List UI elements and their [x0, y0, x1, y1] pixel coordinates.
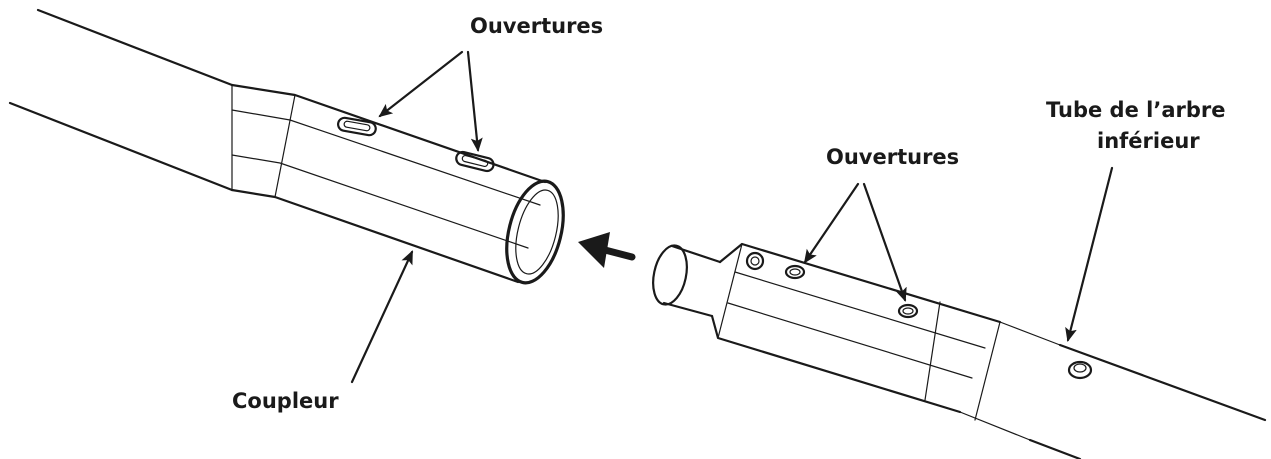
lower-tube-top-edge — [1058, 343, 1267, 422]
taper-bottom — [959, 411, 1031, 441]
lower-tube-bottom-edge — [1028, 438, 1082, 459]
coupler — [230, 83, 565, 285]
lower-body-opening-1 — [784, 264, 806, 280]
arrow-to-lower-opening-1 — [803, 182, 860, 264]
coupler-open-end — [505, 179, 565, 285]
upper-shaft-top-edge — [36, 8, 234, 87]
coupler-facet-line-1 — [231, 109, 541, 206]
lower-body-opening-2-inner — [902, 307, 914, 315]
coupler-opening-2 — [455, 150, 495, 173]
taper-seam — [974, 321, 1001, 421]
arrow-to-lower-shaft-tube — [1065, 166, 1114, 342]
lower-body-opening-1-inner — [789, 268, 801, 276]
taper-top — [999, 321, 1061, 346]
upper-shaft — [8, 8, 234, 192]
upper-shaft-bottom-edge — [8, 101, 234, 192]
coupler-opening-2-inner — [461, 154, 489, 168]
lower-shaft-assembly — [652, 242, 1093, 441]
lower-body-facet-2 — [727, 302, 973, 379]
small-screw-inner — [750, 256, 760, 266]
coupler-facet-line-2 — [231, 154, 529, 249]
coupler-taper-seam — [274, 94, 296, 198]
lower-tube-knob-inner — [1073, 363, 1087, 373]
lower-tube-knob — [1067, 360, 1093, 380]
label-openings-lower-body: Ouvertures — [826, 145, 960, 169]
lower-body-seam — [924, 301, 941, 401]
lower-body-left-edge — [717, 243, 743, 339]
insertion-direction-arrow — [578, 232, 636, 268]
coupler-opening-1-inner — [343, 120, 371, 132]
arrow-to-lower-opening-2 — [862, 182, 907, 302]
label-lower-shaft-tube-line1: Tube de l’arbre — [1046, 98, 1226, 122]
label-coupler: Coupleur — [232, 389, 339, 413]
label-openings-coupler: Ouvertures — [470, 14, 604, 38]
lower-shaft-tube — [1028, 343, 1267, 459]
lower-body-opening-2 — [897, 303, 919, 319]
small-screw — [745, 251, 765, 271]
coupler-bottom-edge — [230, 188, 520, 284]
lower-body-facet-1 — [734, 271, 986, 349]
lower-body-bottom-edge — [710, 314, 962, 414]
coupler-top-edge — [230, 83, 547, 184]
arrow-to-coupler — [350, 250, 414, 384]
arrow-to-coupler-opening-1 — [378, 50, 464, 118]
callout-arrows — [350, 50, 1114, 384]
coupler-opening-1 — [337, 116, 377, 137]
arrow-to-coupler-opening-2 — [466, 50, 483, 152]
label-lower-shaft-tube-line2: inférieur — [1097, 129, 1200, 153]
push-button-cap — [652, 244, 688, 306]
coupler-inner-rim — [515, 189, 559, 275]
push-button-stem — [662, 244, 722, 318]
